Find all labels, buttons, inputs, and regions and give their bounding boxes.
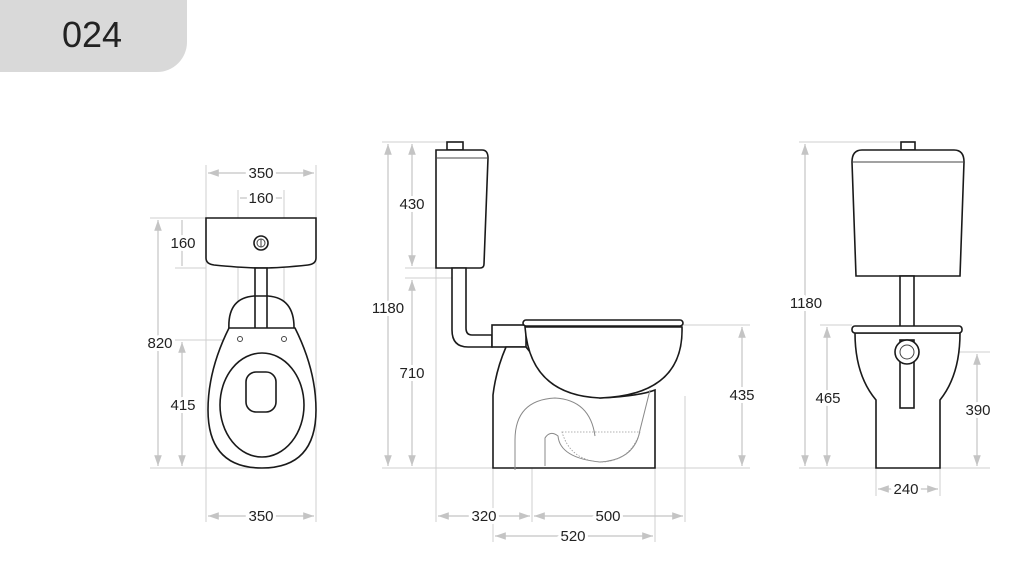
flush-button-icon bbox=[446, 141, 464, 151]
dim-tank-height: 430 bbox=[399, 196, 424, 213]
seat-hinge-cover bbox=[228, 295, 295, 331]
seat-side bbox=[522, 319, 684, 327]
dim-outlet-height: 390 bbox=[965, 402, 990, 419]
model-number: 024 bbox=[61, 14, 123, 55]
model-badge: 024 bbox=[0, 0, 187, 72]
dim-base-width: 240 bbox=[893, 481, 918, 498]
dim-tank-width: 350 bbox=[248, 165, 273, 182]
top-view-dimension-lines bbox=[154, 169, 314, 520]
bowl-opening bbox=[245, 371, 277, 413]
dim-bowl-width: 350 bbox=[248, 508, 273, 525]
top-view: 350 160 160 820 415 350 bbox=[144, 162, 317, 528]
trapway bbox=[514, 389, 651, 470]
hinge-hole bbox=[237, 336, 243, 342]
flush-button-icon bbox=[900, 141, 916, 151]
outlet-hole bbox=[894, 339, 920, 365]
rear-view: 1180 465 390 240 bbox=[787, 141, 994, 501]
side-view-dimension-lines bbox=[384, 144, 746, 540]
dim-overall-depth: 820 bbox=[147, 335, 172, 352]
dim-bowl-length: 415 bbox=[170, 397, 195, 414]
dim-overall-height: 1180 bbox=[372, 300, 404, 317]
rear-view-dimension-lines bbox=[801, 144, 981, 493]
pipe-connector bbox=[491, 324, 527, 348]
seat-rear bbox=[851, 325, 963, 334]
dim-overall-height: 1180 bbox=[790, 295, 822, 312]
hinge-hole bbox=[281, 336, 287, 342]
dim-tank-height: 160 bbox=[170, 235, 195, 252]
dim-outlet-spacing: 160 bbox=[248, 190, 273, 207]
dim-outlet-distance: 500 bbox=[595, 508, 620, 525]
bowl-side bbox=[524, 326, 683, 399]
flush-button-icon bbox=[253, 235, 269, 251]
cistern-rear bbox=[851, 149, 965, 277]
dim-bowl-height: 435 bbox=[729, 387, 754, 404]
side-view: 1180 430 710 435 320 500 520 bbox=[369, 141, 758, 548]
dim-seat-height: 465 bbox=[815, 390, 840, 407]
dim-tank-mount-height: 710 bbox=[399, 365, 424, 382]
flush-pipe bbox=[451, 267, 493, 348]
dim-tank-offset: 320 bbox=[471, 508, 496, 525]
cistern-side bbox=[435, 149, 489, 269]
dim-base-length: 520 bbox=[560, 528, 585, 545]
